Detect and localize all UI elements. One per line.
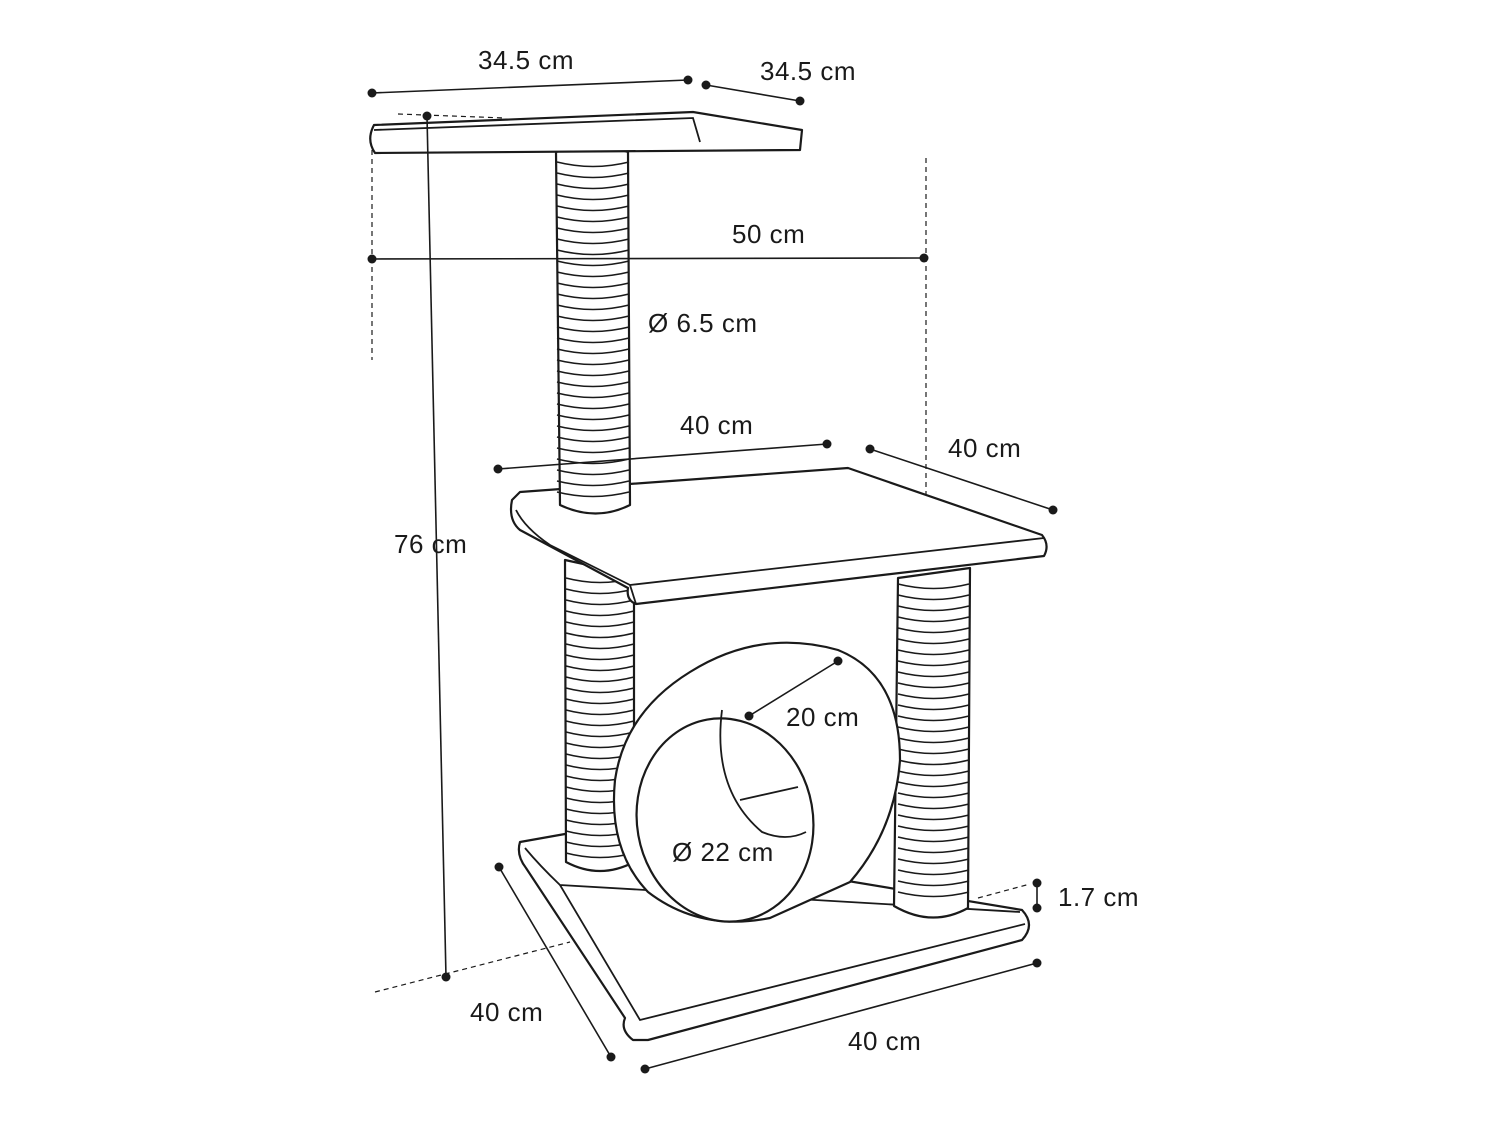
guide-lines bbox=[371, 113, 1031, 993]
wrap-band bbox=[897, 594, 970, 601]
wrap-band bbox=[897, 737, 970, 744]
label-mid-width: 40 cm bbox=[680, 410, 753, 440]
tunnel bbox=[612, 641, 902, 923]
wrap-band bbox=[565, 654, 635, 661]
label-base-width: 40 cm bbox=[848, 1026, 921, 1056]
wrap-band bbox=[556, 414, 630, 421]
dimension-endpoints bbox=[367, 75, 1058, 1074]
wrap-band bbox=[556, 436, 630, 443]
wrap-band bbox=[556, 480, 630, 487]
wrap-band bbox=[897, 649, 970, 656]
wrap-band bbox=[556, 381, 630, 388]
wrap-band bbox=[565, 709, 635, 716]
wrap-band bbox=[897, 781, 970, 788]
label-mid-depth: 40 cm bbox=[948, 433, 1021, 463]
wrap-band bbox=[897, 825, 970, 832]
wrap-band bbox=[897, 858, 970, 865]
wrap-band bbox=[565, 621, 635, 628]
wrap-band bbox=[897, 704, 970, 711]
wrap-band bbox=[556, 194, 630, 201]
wrap-band bbox=[897, 869, 970, 876]
wrap-band bbox=[565, 731, 635, 738]
wrap-band bbox=[556, 227, 630, 234]
wrap-band bbox=[897, 880, 970, 887]
top-post-wraps bbox=[556, 161, 630, 498]
wrap-band bbox=[897, 693, 970, 700]
wrap-band bbox=[556, 370, 630, 377]
wrap-band bbox=[556, 216, 630, 223]
wrap-band bbox=[897, 748, 970, 755]
wrap-band bbox=[897, 583, 970, 590]
wrap-band bbox=[556, 183, 630, 190]
label-overall-height: 76 cm bbox=[394, 529, 467, 559]
wrap-band bbox=[897, 770, 970, 777]
wrap-band bbox=[897, 605, 970, 612]
wrap-band bbox=[565, 643, 635, 650]
wrap-band bbox=[897, 638, 970, 645]
wrap-band bbox=[565, 698, 635, 705]
wrap-band bbox=[556, 260, 630, 267]
label-base-depth: 40 cm bbox=[470, 997, 543, 1027]
wrap-band bbox=[556, 238, 630, 245]
wrap-band bbox=[556, 205, 630, 212]
wrap-band bbox=[897, 836, 970, 843]
wrap-band bbox=[897, 847, 970, 854]
wrap-band bbox=[556, 161, 630, 168]
wrap-band bbox=[897, 814, 970, 821]
wrap-band bbox=[556, 469, 630, 476]
label-overall-width: 50 cm bbox=[732, 219, 805, 249]
wrap-band bbox=[556, 403, 630, 410]
wrap-band bbox=[897, 759, 970, 766]
wrap-band bbox=[556, 304, 630, 311]
label-tunnel-diameter: Ø 22 cm bbox=[672, 837, 774, 867]
top-post bbox=[554, 144, 632, 515]
wrap-band bbox=[565, 687, 635, 694]
wrap-band bbox=[556, 293, 630, 300]
wrap-band bbox=[556, 458, 630, 465]
wrap-band bbox=[556, 271, 630, 278]
wrap-band bbox=[897, 682, 970, 689]
wrap-band bbox=[897, 803, 970, 810]
middle-platform bbox=[509, 466, 1048, 606]
wrap-band bbox=[897, 671, 970, 678]
wrap-band bbox=[565, 599, 635, 606]
wrap-band bbox=[556, 249, 630, 256]
wrap-band bbox=[556, 326, 630, 333]
wrap-band bbox=[565, 720, 635, 727]
label-top-depth: 34.5 cm bbox=[760, 56, 856, 86]
wrap-band bbox=[897, 627, 970, 634]
dimension-lines bbox=[371, 79, 1054, 1070]
label-top-width: 34.5 cm bbox=[478, 45, 574, 75]
wrap-band bbox=[556, 172, 630, 179]
wrap-band bbox=[556, 447, 630, 454]
label-top-post-diameter: Ø 6.5 cm bbox=[648, 308, 757, 338]
wrap-band bbox=[897, 616, 970, 623]
wrap-band bbox=[556, 491, 630, 498]
right-post-wraps bbox=[897, 583, 970, 898]
wrap-band bbox=[556, 337, 630, 344]
wrap-band bbox=[897, 660, 970, 667]
wrap-band bbox=[565, 610, 635, 617]
label-tunnel-depth: 20 cm bbox=[786, 702, 859, 732]
wrap-band bbox=[565, 665, 635, 672]
wrap-band bbox=[556, 392, 630, 399]
wrap-band bbox=[897, 715, 970, 722]
wrap-band bbox=[897, 792, 970, 799]
wrap-band bbox=[897, 891, 970, 898]
wrap-band bbox=[897, 726, 970, 733]
wrap-band bbox=[565, 676, 635, 683]
wrap-band bbox=[556, 359, 630, 366]
wrap-band bbox=[556, 282, 630, 289]
top-platform bbox=[369, 110, 804, 155]
wrap-band bbox=[556, 425, 630, 432]
wrap-band bbox=[565, 632, 635, 639]
right-post bbox=[892, 566, 972, 919]
wrap-band bbox=[556, 315, 630, 322]
wrap-band bbox=[556, 348, 630, 355]
label-base-thickness: 1.7 cm bbox=[1058, 882, 1139, 912]
